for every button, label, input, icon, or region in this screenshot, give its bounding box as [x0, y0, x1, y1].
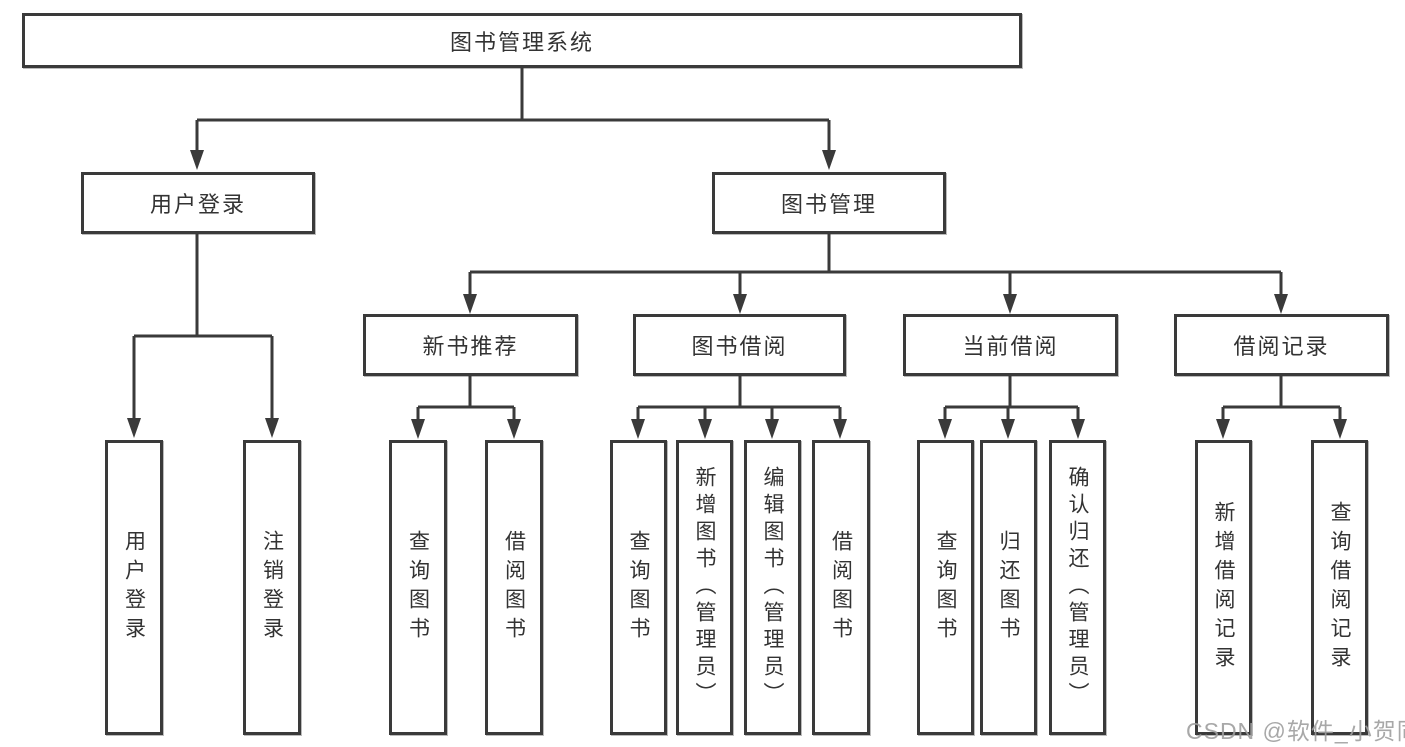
leaf-edit-books-admin-label: 编辑图书（管理员） — [761, 466, 784, 709]
node-root: 图书管理系统 — [22, 13, 1022, 68]
node-root-label: 图书管理系统 — [449, 29, 594, 55]
leaf-query-books-1-label: 查询图书 — [406, 529, 430, 646]
leaf-borrow-books-1: 借阅图书 — [485, 440, 543, 735]
node-borrowing-records: 借阅记录 — [1174, 314, 1389, 376]
node-book-management-label: 图书管理 — [780, 192, 877, 217]
leaf-query-books-2: 查询图书 — [610, 440, 667, 735]
leaf-user-login-label: 用户登录 — [122, 529, 146, 646]
node-current-borrowing-label: 当前借阅 — [962, 334, 1059, 359]
leaf-query-books-3-label: 查询图书 — [934, 529, 957, 646]
node-book-borrowing-label: 图书借阅 — [691, 334, 788, 359]
leaf-query-borrow-record: 查询借阅记录 — [1311, 440, 1368, 735]
leaf-logout: 注销登录 — [243, 440, 301, 735]
leaf-return-books-label: 归还图书 — [997, 529, 1020, 646]
leaf-query-borrow-record-label: 查询借阅记录 — [1328, 500, 1351, 675]
node-current-borrowing: 当前借阅 — [903, 314, 1118, 376]
leaf-borrow-books-1-label: 借阅图书 — [502, 529, 526, 646]
leaf-return-books: 归还图书 — [980, 440, 1037, 735]
leaf-confirm-return-admin-label: 确认归还（管理员） — [1066, 466, 1089, 709]
node-book-management: 图书管理 — [712, 172, 946, 234]
leaf-edit-books-admin: 编辑图书（管理员） — [744, 440, 801, 735]
leaf-add-books-admin: 新增图书（管理员） — [676, 440, 733, 735]
leaf-borrow-books-2: 借阅图书 — [812, 440, 870, 735]
node-user-login-label: 用户登录 — [149, 192, 246, 217]
node-book-borrowing: 图书借阅 — [633, 314, 846, 376]
leaf-borrow-books-2-label: 借阅图书 — [829, 529, 853, 646]
leaf-query-books-1: 查询图书 — [389, 440, 447, 735]
leaf-logout-label: 注销登录 — [260, 529, 284, 646]
leaf-confirm-return-admin: 确认归还（管理员） — [1049, 440, 1106, 735]
leaf-user-login: 用户登录 — [105, 440, 163, 735]
node-new-book-recommend: 新书推荐 — [363, 314, 578, 376]
leaf-add-borrow-record: 新增借阅记录 — [1195, 440, 1252, 735]
watermark-text: CSDN @软件_小贺同学 — [1186, 718, 1405, 744]
leaf-query-books-3: 查询图书 — [917, 440, 974, 735]
leaf-query-books-2-label: 查询图书 — [627, 529, 650, 646]
node-borrowing-records-label: 借阅记录 — [1233, 334, 1330, 359]
leaf-add-borrow-record-label: 新增借阅记录 — [1212, 500, 1235, 675]
leaf-add-books-admin-label: 新增图书（管理员） — [693, 466, 716, 709]
node-new-book-recommend-label: 新书推荐 — [422, 334, 519, 359]
node-user-login: 用户登录 — [81, 172, 315, 234]
